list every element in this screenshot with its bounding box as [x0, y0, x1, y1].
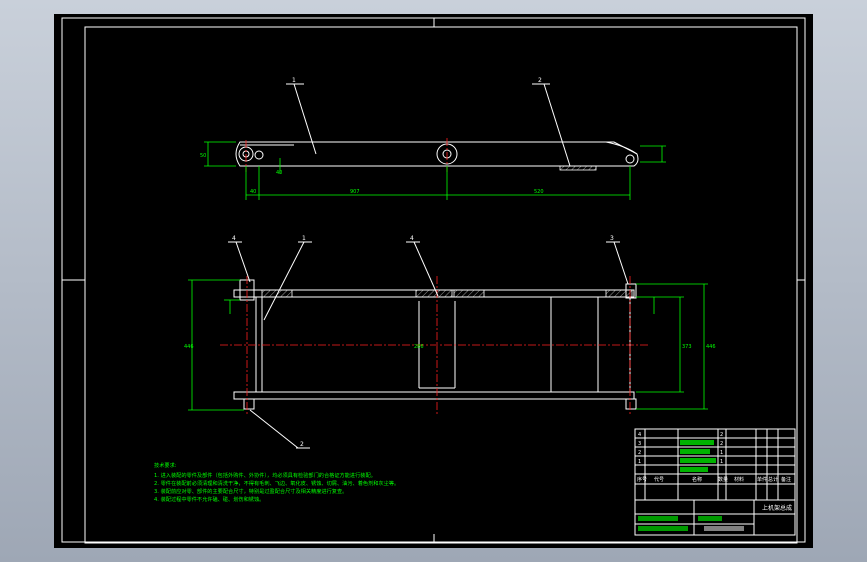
front-view: 446 286 373 446 4 1 4 3 2	[184, 235, 716, 449]
hdr-mat: 材料	[734, 476, 744, 483]
pin-hole-right	[625, 154, 635, 164]
weld-plate	[559, 165, 597, 171]
bom-qty: 2	[720, 441, 723, 447]
balloon-2: 2	[538, 77, 542, 84]
sign-text	[638, 516, 678, 521]
rail-section-center-2	[453, 289, 485, 298]
bom-qty: 1	[720, 459, 723, 465]
rail-section-right	[605, 289, 633, 298]
drawing-title: 上机架总成	[762, 504, 792, 512]
dim-907: 907	[350, 189, 360, 195]
bom-text	[680, 440, 714, 445]
leader	[263, 241, 305, 321]
rail-section-center	[415, 289, 453, 298]
top-view: 907 520 40 50 40 1 2	[200, 77, 666, 200]
hdr-code: 代号	[654, 476, 664, 483]
bom-text	[680, 458, 716, 463]
cad-viewport[interactable]: 907 520 40 50 40 1 2	[54, 14, 813, 548]
bom-text	[680, 467, 708, 472]
bom-qty: 2	[720, 432, 723, 438]
pin-block-right	[625, 283, 637, 299]
bom-no: 4	[638, 432, 641, 438]
hdr-name: 名称	[692, 476, 702, 483]
hdr-single: 单件	[757, 476, 767, 483]
leader	[235, 241, 251, 283]
leader	[613, 241, 629, 285]
balloon-front-1: 1	[302, 235, 306, 242]
bom-no: 2	[638, 450, 641, 456]
hdr-no: 序号	[637, 476, 647, 483]
dim-front-center: 286	[414, 344, 424, 350]
hdr-total: 总计	[768, 476, 778, 483]
balloon-front-3: 3	[610, 235, 614, 242]
bom-text	[680, 449, 710, 454]
dim-40b: 40	[276, 170, 282, 176]
notes-heading: 技术要求:	[154, 461, 177, 469]
note-line-3: 3. 装配前应对零、部件的主要配合尺寸，特别是过盈配合尺寸及相关精度进行复查。	[154, 487, 347, 495]
title-block-frame	[634, 428, 796, 536]
scale-text	[704, 526, 744, 531]
leader	[413, 241, 439, 297]
arm-outline	[235, 141, 639, 167]
pin-foot-left	[243, 398, 255, 410]
dim-front-right-1: 373	[682, 344, 692, 350]
balloon-1: 1	[292, 77, 296, 84]
bom-no: 1	[638, 459, 641, 465]
bom-no: 3	[638, 441, 641, 447]
sign-text	[698, 516, 722, 521]
bom-qty: 1	[720, 450, 723, 456]
hdr-qty: 数量	[718, 476, 728, 483]
balloon-bottom-2: 2	[300, 441, 304, 448]
note-line-2: 2. 零件在装配前必须清理和清洗干净，不得有毛刺、飞边、氧化皮、锈蚀、切屑、油污…	[154, 479, 399, 487]
hdr-remark: 备注	[781, 476, 791, 483]
rail-section-left	[261, 289, 293, 298]
bottom-rail	[233, 391, 635, 400]
note-line-4: 4. 装配过程中零件不允许磕、碰、划伤和锈蚀。	[154, 495, 264, 503]
technical-notes: 技术要求: 1. 进入装配的零件及部件（包括外购件、外协件），均必须具有检验部门…	[154, 461, 399, 503]
dim-520: 520	[534, 189, 544, 195]
note-line-1: 1. 进入装配的零件及部件（包括外购件、外协件），均必须具有检验部门的合格证方能…	[154, 471, 376, 479]
dim-front-left: 446	[184, 344, 194, 350]
leader	[293, 83, 317, 155]
sign-text	[638, 526, 688, 531]
leader	[543, 83, 571, 167]
balloon-front-4a: 4	[232, 235, 236, 242]
dim-40: 40	[250, 189, 256, 195]
arm-taper	[554, 141, 638, 155]
dim-height: 50	[200, 153, 206, 159]
drawing-sheet: 907 520 40 50 40 1 2	[61, 17, 806, 544]
dim-front-right-2: 446	[706, 344, 716, 350]
inner-frame	[84, 26, 798, 544]
balloon-front-4b: 4	[410, 235, 414, 242]
pin-hole-left-2	[254, 150, 264, 160]
pin-foot-right	[625, 398, 637, 410]
title-block: 4 3 2 1 2 2 1 1 序号 代号 名称 数量 材料 单件 总计 备注 …	[634, 428, 796, 536]
leader	[249, 409, 299, 449]
